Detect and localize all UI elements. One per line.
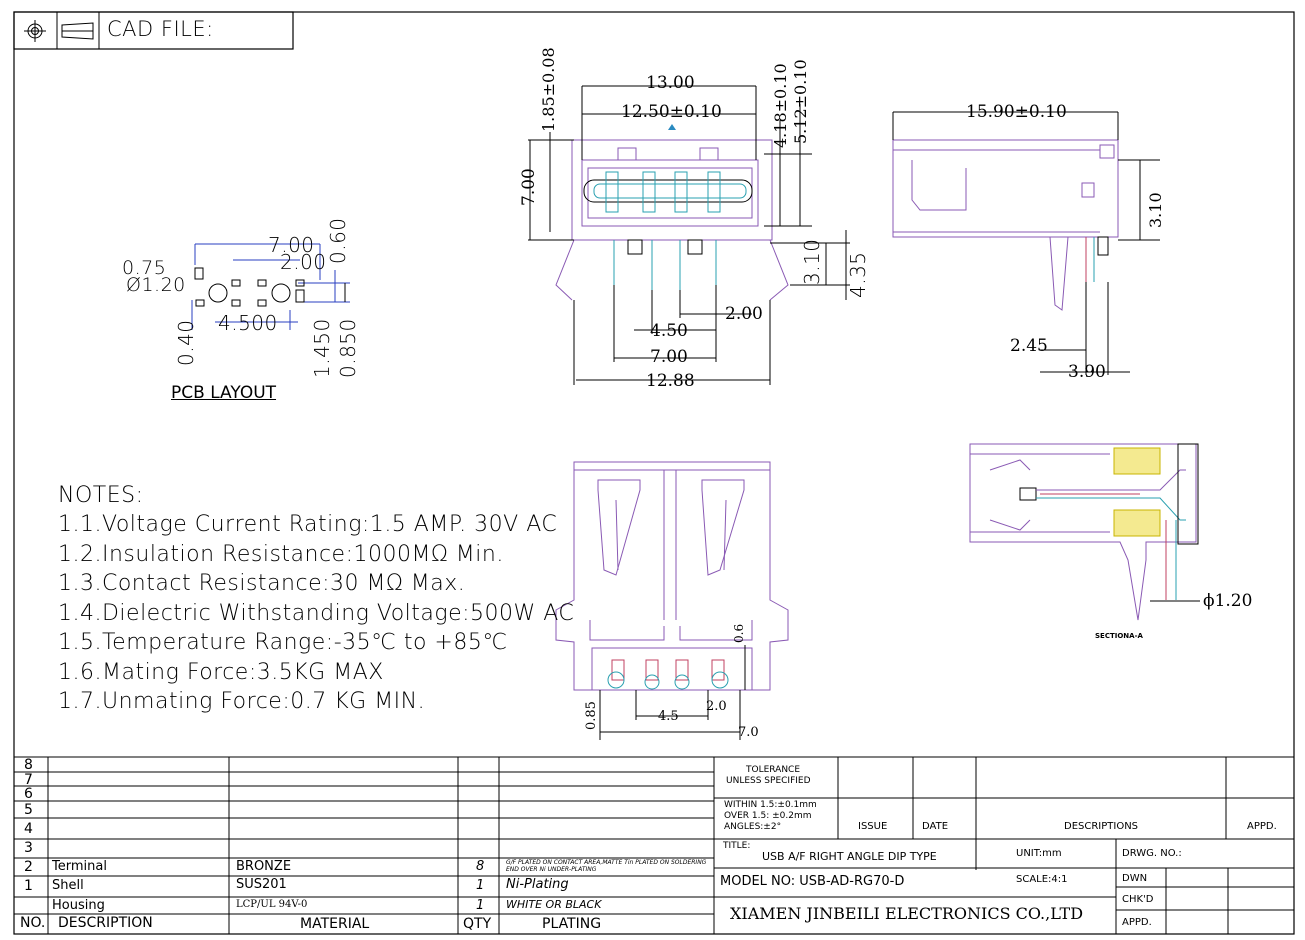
front-dim-7-00-height: 7.00: [519, 168, 539, 206]
section-view-graphic: [969, 443, 1200, 621]
note-item: 1.7.Unmating Force:0.7 KG MIN.: [58, 689, 426, 714]
bom-description: Terminal: [52, 859, 107, 874]
header-box: [13, 11, 294, 50]
dwn-label: DWN: [1122, 873, 1148, 884]
front-dim-4-35: 4.35: [846, 251, 870, 298]
crosshair-icon: [24, 20, 46, 42]
bom-qty: 1: [476, 898, 485, 913]
note-item: 1.1.Voltage Current Rating:1.5 AMP. 30V …: [58, 512, 558, 537]
title-value: USB A/F RIGHT ANGLE DIP TYPE: [762, 850, 937, 863]
pcb-dim-0-60: 0.60: [326, 217, 350, 264]
note-item: 1.6.Mating Force:3.5KG MAX: [58, 660, 384, 685]
tolerance-within: WITHIN 1.5:±0.1mm: [724, 800, 817, 810]
note-item: 1.5.Temperature Range:-35℃ to +85℃: [58, 630, 508, 655]
pcb-dim-0-40: 0.40: [174, 319, 198, 366]
bom-row-number: 8: [24, 757, 33, 773]
section-dim-dia: ϕ1.20: [1203, 591, 1253, 611]
section-label: SECTIONA-A: [1095, 632, 1143, 640]
side-dim-15-90: 15.90±0.10: [966, 102, 1067, 122]
bom-plating: Ni-Plating: [506, 877, 569, 892]
model-number: MODEL NO: USB-AD-RG70-D: [720, 874, 905, 889]
bom-row-number: 3: [24, 840, 33, 856]
front-dim-12-50: 12.50±0.10: [621, 102, 722, 122]
bom-row-number: 6: [24, 786, 33, 802]
bom-material: BRONZE: [236, 859, 292, 874]
bom-description: Housing: [52, 898, 105, 913]
unit-label: UNIT:mm: [1016, 848, 1062, 859]
side-dim-3-90: 3.90: [1068, 362, 1106, 382]
company-name: XIAMEN JINBEILI ELECTRONICS CO.,LTD: [730, 904, 1084, 923]
note-item: 1.4.Dielectric Withstanding Voltage:500W…: [58, 601, 575, 626]
bottom-dim-0-85: 0.85: [584, 701, 599, 730]
bom-row-number: 7: [24, 772, 33, 788]
date-label: DATE: [922, 821, 949, 832]
tolerance-unless: UNLESS SPECIFIED: [726, 776, 811, 786]
bom-header-description: DESCRIPTION: [58, 915, 153, 931]
bom-header-qty: QTY: [463, 916, 492, 932]
appd-label: APPD.: [1247, 821, 1277, 832]
bottom-view-graphic: [555, 461, 789, 740]
appd-sign-label: APPD.: [1122, 917, 1152, 928]
sheet-border: [13, 11, 1295, 935]
title-label: TITLE:: [723, 841, 751, 851]
pcb-dim-0-75: 0.75: [122, 257, 167, 279]
bom-qty: 1: [476, 878, 485, 893]
bom-material: LCP/UL 94V-0: [236, 899, 308, 910]
title-block-grid: [14, 756, 1294, 934]
front-dim-3-10: 3.10: [800, 238, 824, 285]
side-dim-3-10: 3.10: [1146, 192, 1165, 228]
bom-row-number: 4: [24, 821, 33, 837]
front-dim-1-85: 1.85±0.08: [539, 47, 558, 132]
front-dim-13-00: 13.00: [646, 73, 695, 93]
bottom-dim-4-5: 4.5: [658, 709, 679, 724]
bom-row-number: 2: [24, 859, 33, 875]
front-dim-4-50: 4.50: [650, 321, 688, 341]
pcb-dim-0-850: 0.850: [336, 318, 360, 378]
notes-title: NOTES:: [58, 483, 144, 508]
bom-description: Shell: [52, 878, 84, 893]
bottom-dim-2-0: 2.0: [706, 699, 727, 714]
note-item: 1.3.Contact Resistance:30 MΩ Max.: [58, 571, 466, 596]
issue-label: ISSUE: [858, 821, 888, 832]
front-view-graphic: [528, 85, 850, 385]
bom-plating: WHITE OR BLACK: [506, 898, 602, 911]
bom-header-plating: PLATING: [542, 916, 602, 932]
cad-file-label: CAD FILE:: [107, 17, 214, 41]
pcb-dim-7-00: 7.00: [268, 233, 315, 257]
bottom-dim-7-0: 7.0: [738, 725, 759, 740]
pcb-layout-graphic: [191, 243, 350, 330]
chkd-label: CHK'D: [1122, 894, 1154, 905]
bom-row-number: 1: [24, 878, 33, 894]
tolerance-label: TOLERANCE: [746, 765, 801, 775]
front-dim-12-88: 12.88: [646, 371, 695, 391]
pcb-dim-4-500: 4.500: [218, 311, 278, 335]
tolerance-angles: ANGLES:±2°: [724, 822, 782, 832]
bom-material: SUS201: [236, 877, 287, 892]
bottom-dim-0-6: 0.6: [732, 623, 746, 643]
front-dim-7-00: 7.00: [650, 347, 688, 367]
bom-qty: 8: [476, 859, 485, 874]
note-item: 1.2.Insulation Resistance:1000MΩ Min.: [58, 542, 504, 567]
bom-header-material: MATERIAL: [300, 916, 370, 932]
pcb-dim-hole-dia: Ø1.20: [126, 274, 186, 296]
projection-icon: [61, 22, 94, 40]
front-dim-2-00: 2.00: [725, 304, 763, 324]
side-dim-2-45: 2.45: [1010, 336, 1048, 356]
descriptions-label: DESCRIPTIONS: [1064, 821, 1139, 832]
scale-label: SCALE:4:1: [1016, 874, 1068, 885]
pcb-layout-title: PCB LAYOUT: [171, 383, 277, 403]
side-view-graphic: [892, 111, 1160, 375]
front-dim-4-18: 4.18±0.10: [771, 63, 790, 148]
bom-header-no: NO.: [20, 915, 46, 931]
tolerance-over: OVER 1.5: ±0.2mm: [724, 811, 812, 821]
front-dim-5-12: 5.12±0.10: [791, 59, 810, 144]
pcb-dim-2-00: 2.00: [280, 250, 327, 274]
pcb-dim-1-450: 1.450: [310, 318, 334, 378]
bom-row-number: 5: [24, 802, 33, 818]
drwg-no-label: DRWG. NO.:: [1122, 848, 1182, 859]
bom-plating: G/F PLATED ON CONTACT AREA,MATTE Tin PLA…: [506, 859, 707, 873]
